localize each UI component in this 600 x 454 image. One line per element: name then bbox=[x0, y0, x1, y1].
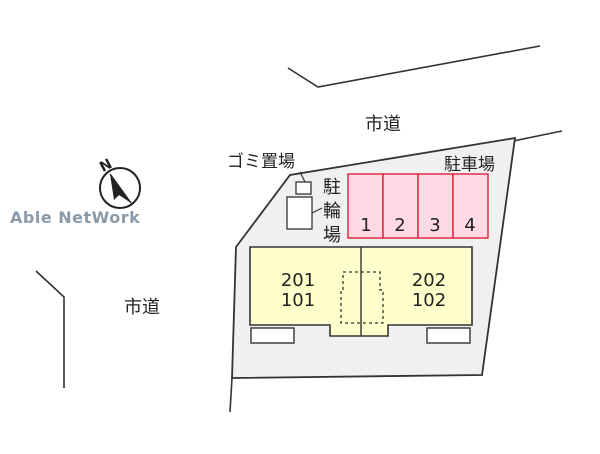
parking-space-1 bbox=[347, 173, 384, 239]
bike-parking-char-3: 場 bbox=[323, 225, 341, 246]
lot-extension-line bbox=[229, 377, 233, 413]
bike-parking-char-1: 駐 bbox=[323, 177, 341, 198]
compass: N bbox=[97, 156, 141, 209]
road-edge-left bbox=[35, 270, 65, 388]
unit-label-202: 202 bbox=[412, 270, 446, 291]
car-parking-label: 駐車場 bbox=[444, 155, 495, 175]
apartment-building: 201 101 202 102 bbox=[249, 246, 473, 344]
garbage-box bbox=[295, 181, 312, 195]
bike-parking-box bbox=[286, 196, 313, 230]
road-edge-top bbox=[287, 45, 541, 88]
stair-dashed-outline bbox=[340, 271, 384, 324]
bike-parking-leader-line bbox=[311, 207, 323, 214]
garbage-label: ゴミ置場 bbox=[227, 151, 295, 172]
watermark-text: Able NetWork bbox=[10, 208, 140, 227]
unit-label-201: 201 bbox=[281, 270, 315, 291]
balcony-right bbox=[426, 327, 471, 344]
balcony-left bbox=[250, 327, 295, 344]
road-label-top: 市道 bbox=[365, 114, 401, 135]
compass-needle bbox=[109, 173, 132, 204]
unit-label-101: 101 bbox=[281, 290, 315, 311]
parking-space-label-4: 4 bbox=[464, 215, 475, 236]
car-parking-spaces: 1 2 3 4 bbox=[347, 173, 489, 239]
parking-space-label-2: 2 bbox=[394, 215, 405, 236]
unit-label-102: 102 bbox=[412, 290, 446, 311]
parking-space-4 bbox=[452, 173, 489, 239]
parking-space-2 bbox=[382, 173, 419, 239]
parking-space-label-3: 3 bbox=[429, 215, 440, 236]
road-label-left: 市道 bbox=[124, 297, 160, 318]
bike-parking-char-2: 輪 bbox=[323, 201, 341, 222]
parking-space-label-1: 1 bbox=[360, 215, 371, 236]
